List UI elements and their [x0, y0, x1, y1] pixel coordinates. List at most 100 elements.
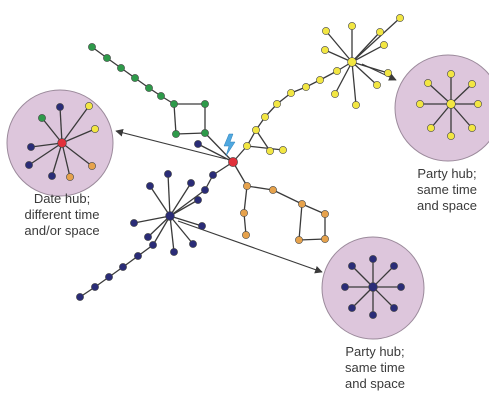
network-edge [149, 185, 171, 217]
yellow-protein-node [331, 90, 339, 98]
orange-protein-node [295, 236, 303, 244]
party-hub-right-callout-edge [427, 82, 452, 105]
party-hub-right-callout-node [468, 80, 476, 88]
navy-protein-node [194, 140, 202, 148]
navy-protein-node [119, 263, 127, 271]
network-edge [169, 215, 175, 253]
navy-protein-node [189, 240, 197, 248]
navy-protein-node [76, 293, 84, 301]
date-hub-callout-edge [28, 142, 63, 166]
party-hub-bottom-callout-node [369, 311, 377, 319]
party-hub-bottom-callout-edge [351, 286, 374, 309]
party-hub-right-label: Party hub; same time and space [405, 166, 489, 214]
party-hub-bottom-label-line-3: and space [345, 376, 405, 391]
party-hub-right-callout-edge [450, 83, 473, 105]
party-hub-bottom-callout-node [369, 255, 377, 263]
green-protein-node [201, 100, 209, 108]
date-hub-callout-edge [59, 106, 63, 144]
network-edge [255, 129, 271, 152]
green-protein-node [145, 84, 153, 92]
party-hub-right-callout-node [416, 100, 424, 108]
network-edge [197, 143, 234, 163]
network-edge [147, 215, 171, 238]
navy-protein-node [134, 252, 142, 260]
party-hub-right-label-line-1: Party hub; [417, 166, 477, 181]
yellow-protein-node [376, 28, 384, 36]
network-edge [298, 203, 303, 241]
date-hub-label-line-2: different time [24, 207, 100, 222]
navy-protein-node [149, 241, 157, 249]
yellow-protein-node [302, 83, 310, 91]
navy-protein-node [170, 248, 178, 256]
date-hub-callout-center-node [57, 138, 67, 148]
network-edge [324, 49, 353, 63]
network-edge [243, 185, 248, 214]
party-hub-right-callout-node [468, 124, 476, 132]
date-hub-callout-node [27, 143, 35, 151]
party-hub-right-label-line-2: same time [417, 182, 477, 197]
yellow-protein-node [396, 14, 404, 22]
network-edge [169, 189, 206, 217]
orange-protein-node [298, 200, 306, 208]
green-protein-node [103, 54, 111, 62]
network-edge [246, 145, 284, 151]
network-edge [204, 132, 234, 163]
party-hub-right-callout-node [424, 79, 432, 87]
party-hub-right-callout-node [474, 100, 482, 108]
date-hub-callout-edge [51, 142, 63, 177]
party-hub-right-callout-edge [430, 103, 452, 129]
yellow-protein-node [273, 100, 281, 108]
green-protein-node [117, 64, 125, 72]
orange-protein-node [242, 231, 250, 239]
party-hub-right-callout-center-node [446, 99, 456, 109]
green-protein-node [201, 129, 209, 137]
party-hub-bottom-callout-center-node [368, 282, 378, 292]
network-edge [351, 17, 401, 63]
party-hub-bottom-callout-node [348, 304, 356, 312]
red-central-hub-node [228, 157, 238, 167]
navy-protein-node [146, 182, 154, 190]
orange-protein-node [243, 182, 251, 190]
yellow-protein-node [384, 69, 392, 77]
date-hub-label: Date hub; different time and/or space [0, 191, 124, 239]
network-edge [334, 61, 353, 95]
orange-protein-node [321, 235, 329, 243]
party-hub-right-callout-node [427, 124, 435, 132]
arrow-to-date-hub [115, 128, 227, 160]
network-edge [169, 182, 192, 217]
network-edge [152, 215, 171, 246]
network-edge [301, 203, 326, 215]
navy-protein-node [91, 283, 99, 291]
party-hub-bottom-callout-node [341, 283, 349, 291]
party-hub-right-callout-circle [394, 54, 489, 162]
orange-protein-node [240, 209, 248, 217]
date-hub-callout-edge [61, 142, 71, 178]
party-hub-bottom-callout-node [390, 262, 398, 270]
yellow-protein-node [316, 76, 324, 84]
network-edge [325, 30, 353, 63]
navy-protein-node [144, 233, 152, 241]
navy-protein-node [130, 219, 138, 227]
date-hub-label-line-1: Date hub; [33, 191, 91, 206]
date-hub-callout-node [91, 125, 99, 133]
date-hub-callout-edge [61, 105, 90, 144]
network-edge [173, 103, 177, 135]
navy-date-hub-node [165, 211, 175, 221]
navy-protein-node [209, 171, 217, 179]
date-hub-callout-node [66, 173, 74, 181]
navy-protein-node [105, 273, 113, 281]
yellow-protein-node [279, 146, 287, 154]
green-protein-node [88, 43, 96, 51]
party-hub-bottom-label-line-2: same time [345, 360, 405, 375]
network-edge [351, 61, 357, 106]
party-hub-bottom-callout-edge [372, 286, 395, 309]
orange-protein-node [321, 210, 329, 218]
green-protein-node [170, 100, 178, 108]
party-hub-right-callout-node [447, 70, 455, 78]
yellow-protein-node [380, 41, 388, 49]
date-hub-label-line-3: and/or space [24, 223, 100, 238]
yellow-party-hub-node [347, 57, 357, 67]
date-hub-callout-node [56, 103, 64, 111]
green-protein-node [131, 74, 139, 82]
network-edge [167, 173, 171, 217]
